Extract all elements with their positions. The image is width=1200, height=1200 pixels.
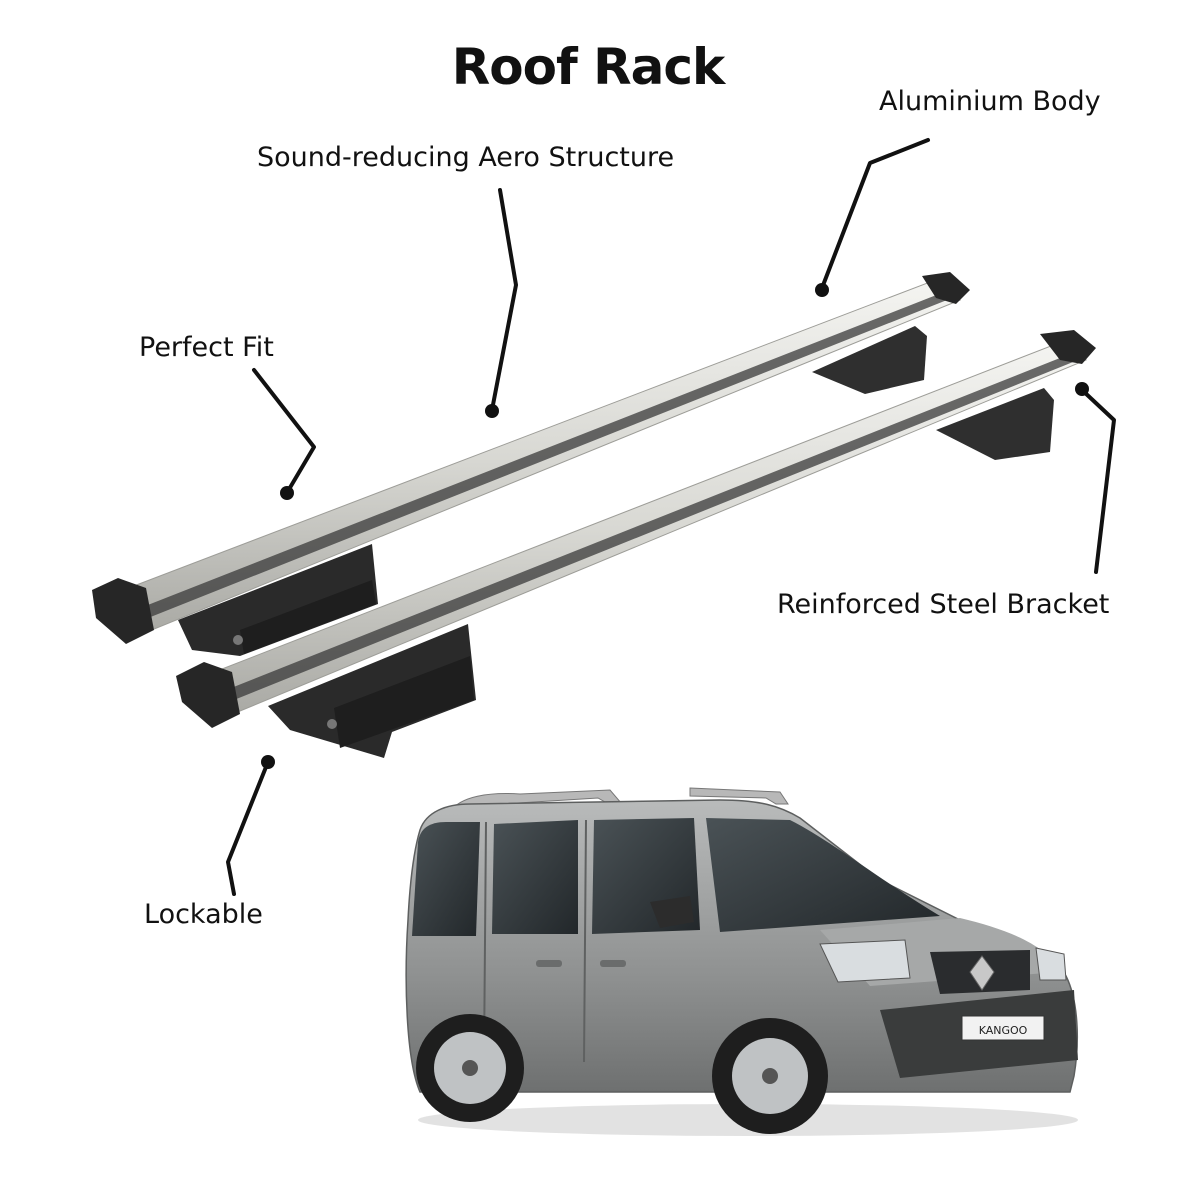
leader-line-aluminium [820, 138, 930, 290]
roof-bar-rear [92, 272, 970, 656]
callout-lockable: Lockable [144, 899, 263, 930]
end-cap-icon [92, 578, 154, 644]
bracket-icon [936, 388, 1054, 460]
marker-dot-icon [485, 404, 499, 418]
windshield-icon [706, 818, 940, 932]
leader-line-steel [1080, 388, 1116, 574]
wheel-icon [416, 1014, 524, 1122]
window-icon [412, 822, 480, 936]
window-icon [492, 820, 578, 934]
marker-dot-icon [1075, 382, 1089, 396]
callout-aluminium-body: Aluminium Body [879, 86, 1101, 117]
leader-line-fit [252, 368, 316, 493]
callout-perfect-fit: Perfect Fit [139, 332, 274, 363]
wheel-icon [712, 1018, 828, 1134]
end-cap-icon [1040, 330, 1096, 364]
marker-dot-icon [261, 755, 275, 769]
bracket-icon [178, 544, 378, 656]
leader-line-lockable [226, 760, 270, 896]
marker-dot-icon [280, 486, 294, 500]
marker-dot-icon [815, 283, 829, 297]
leader-line-aero [490, 188, 518, 412]
bracket-icon [812, 326, 927, 394]
car-illustration: KANGOO [405, 787, 1079, 1136]
brand-logo-icon [969, 955, 995, 991]
page-title: Roof Rack [451, 38, 726, 96]
end-cap-icon [922, 272, 970, 304]
end-cap-icon [176, 662, 240, 728]
license-plate [961, 1015, 1045, 1041]
callout-aero-structure: Sound-reducing Aero Structure [257, 142, 675, 173]
bracket-icon [268, 624, 476, 758]
callout-steel-bracket: Reinforced Steel Bracket [777, 589, 1110, 620]
headlight-icon [819, 939, 911, 983]
roof-bar-front [176, 330, 1096, 758]
headlight-icon [1035, 947, 1067, 981]
mirror-icon [650, 896, 694, 928]
badge-text: KANGOO [979, 1024, 1028, 1037]
